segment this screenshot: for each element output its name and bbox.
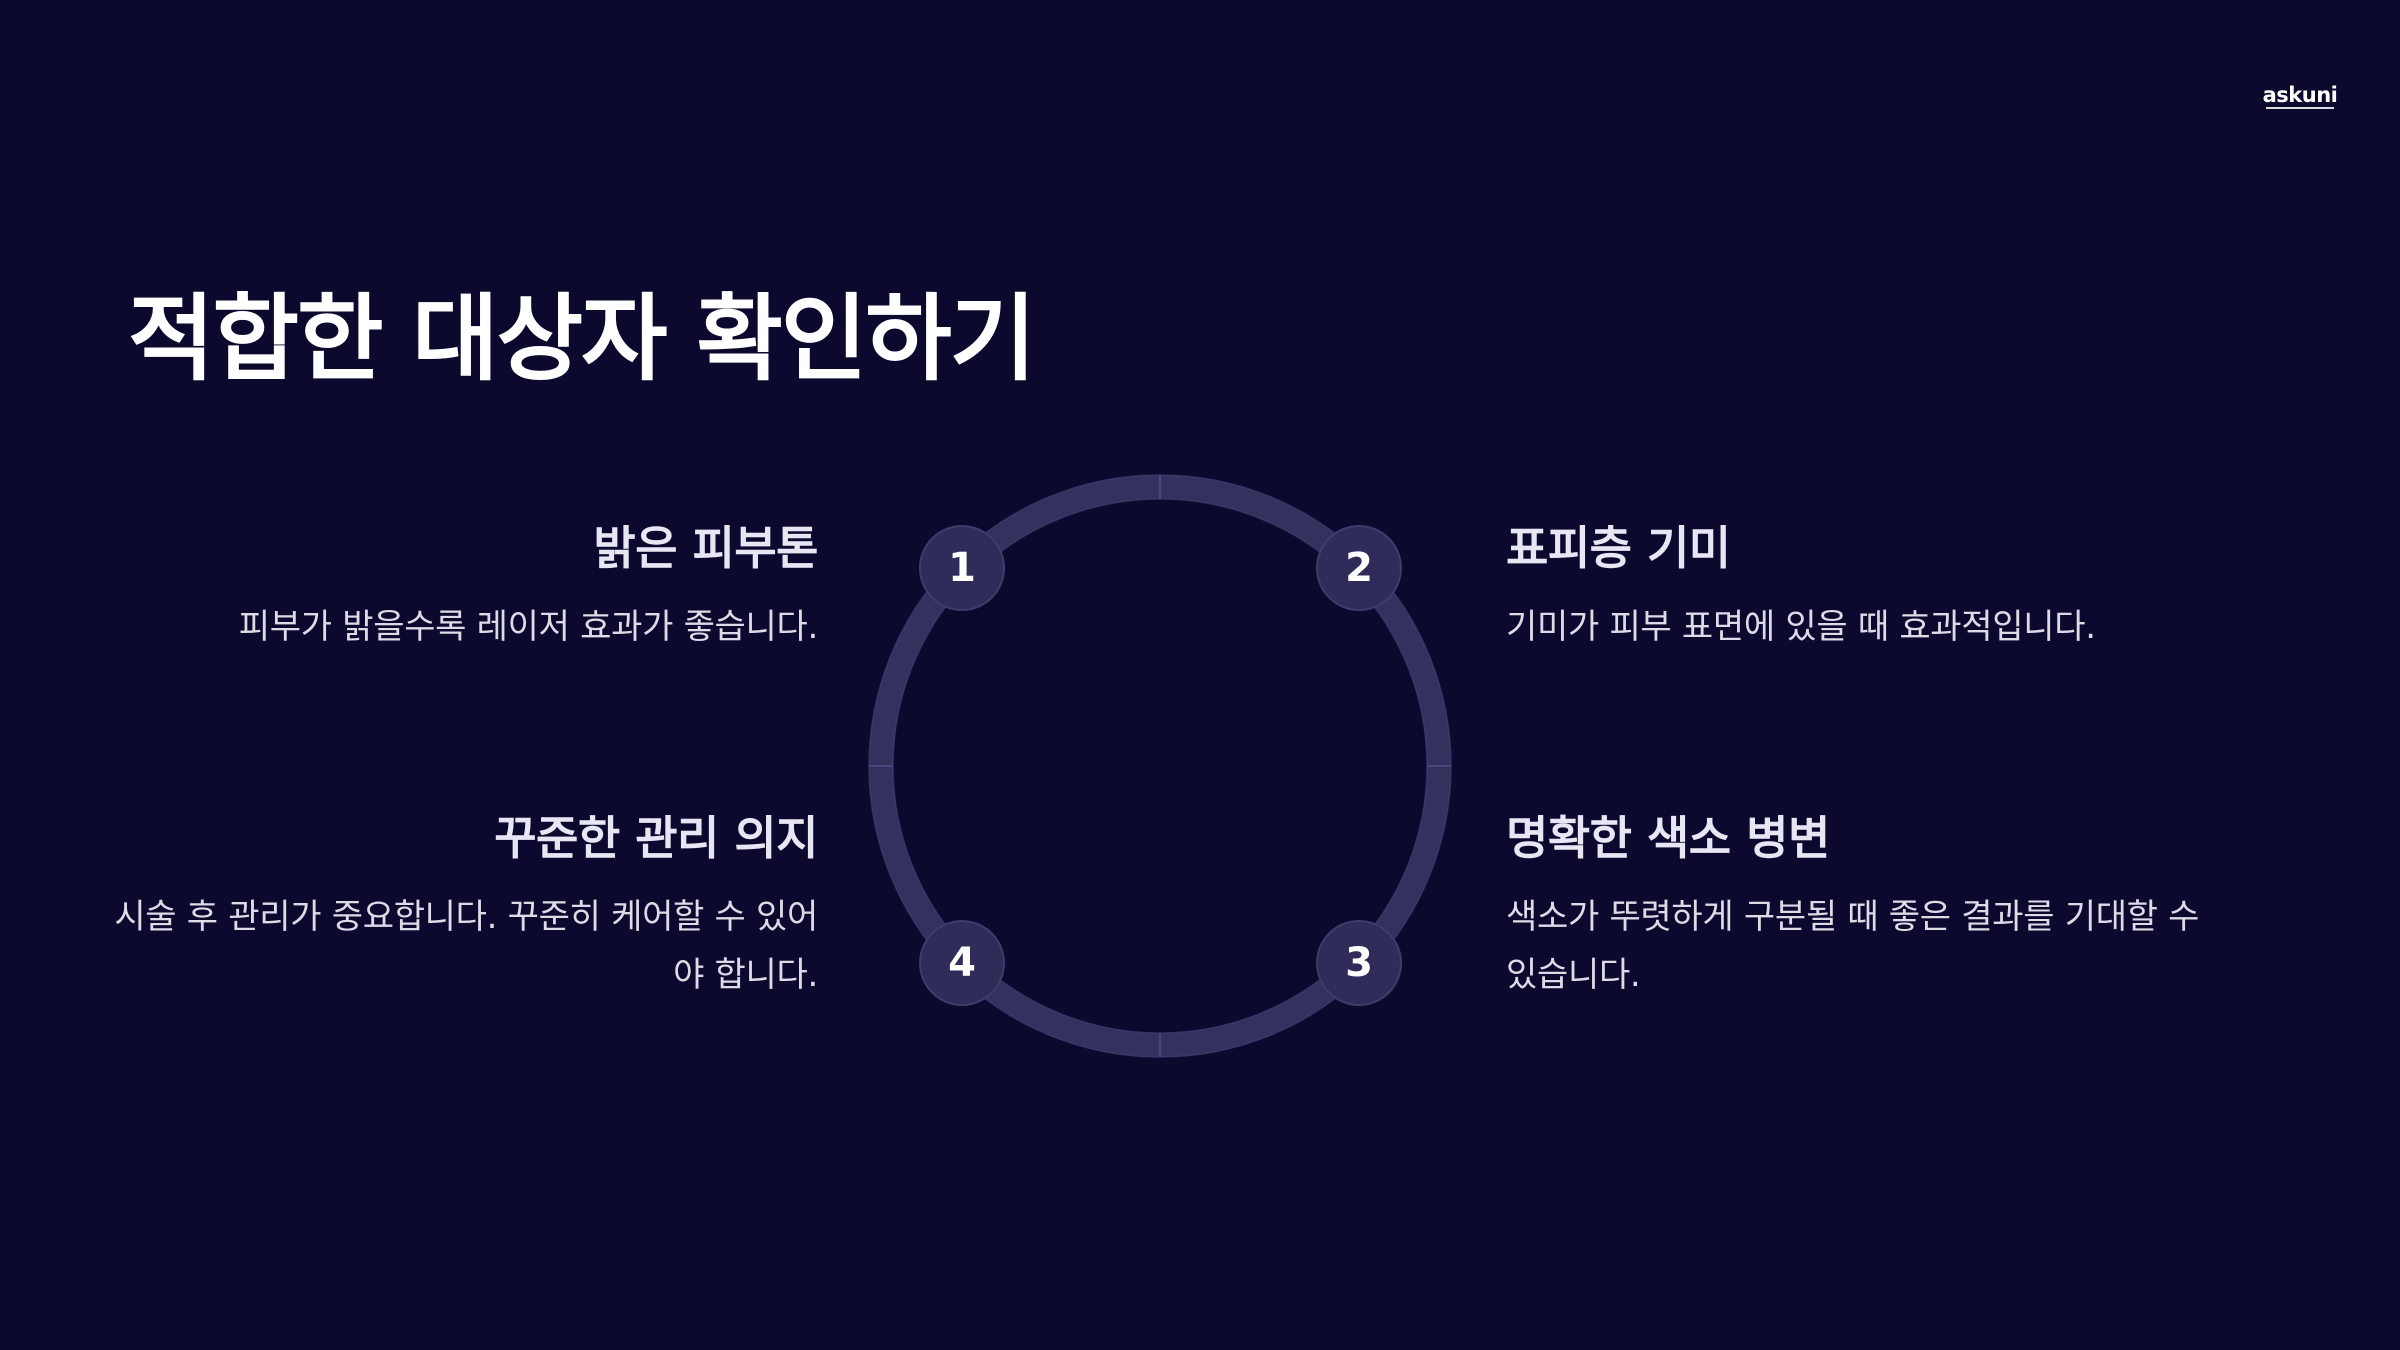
logo-text: askuni [2262, 83, 2338, 107]
step-badge-1: 1 [919, 525, 1005, 611]
step-badge-4: 4 [919, 920, 1005, 1006]
askuni-logo: askuni [2262, 84, 2338, 114]
criterion-heading: 밝은 피부톤 [593, 521, 818, 575]
criterion-epidermal-melasma: 표피층 기미 기미가 피부 표면에 있을 때 효과적입니다. [1506, 518, 2226, 656]
step-badge-2: 2 [1316, 525, 1402, 611]
step-badge-3: 3 [1316, 920, 1402, 1006]
criterion-description: 시술 후 관리가 중요합니다. 꾸준히 케어할 수 있어야 합니다. [114, 897, 818, 995]
criterion-clear-pigment-lesion: 명확한 색소 병변 색소가 뚜렷하게 구분될 때 좋은 결과를 기대할 수 있습… [1506, 808, 2226, 1004]
criterion-consistent-care: 꾸준한 관리 의지 시술 후 관리가 중요합니다. 꾸준히 케어할 수 있어야 … [100, 808, 818, 1004]
logo-underline [2266, 107, 2334, 109]
criterion-bright-skin: 밝은 피부톤 피부가 밝을수록 레이저 효과가 좋습니다. [100, 518, 819, 656]
criterion-description: 기미가 피부 표면에 있을 때 효과적입니다. [1506, 607, 2096, 647]
slide-title: 적합한 대상자 확인하기 [128, 285, 1036, 394]
criterion-heading: 표피층 기미 [1506, 521, 1731, 575]
criterion-heading: 명확한 색소 병변 [1506, 811, 1830, 865]
criterion-description: 색소가 뚜렷하게 구분될 때 좋은 결과를 기대할 수 있습니다. [1506, 897, 2200, 995]
criterion-description: 피부가 밝을수록 레이저 효과가 좋습니다. [238, 607, 819, 647]
criterion-heading: 꾸준한 관리 의지 [494, 811, 818, 865]
cycle-ring [868, 474, 1452, 1058]
